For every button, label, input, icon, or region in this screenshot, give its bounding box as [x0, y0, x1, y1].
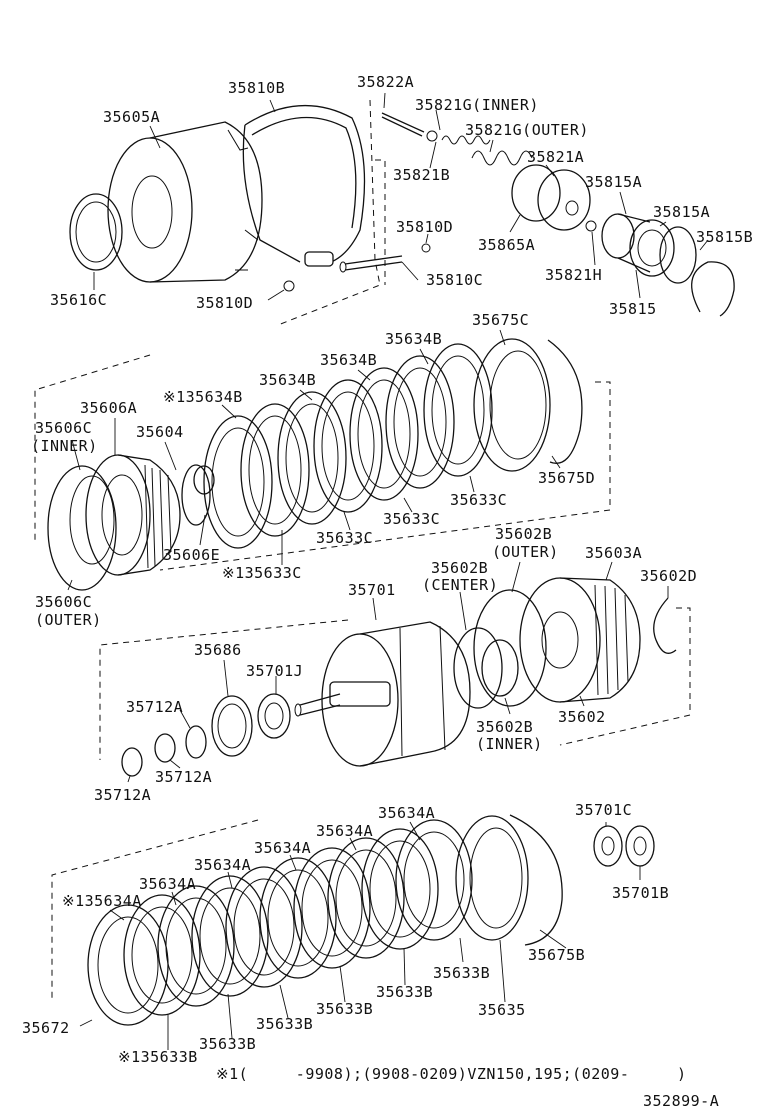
label-35604: 35604	[136, 423, 184, 441]
section-brake-band	[69, 92, 735, 326]
applicability-footnote: ※1( -9908);(9908-0209)VZN150,195;(0209- …	[216, 1065, 687, 1083]
label-35602B-inner-b: (INNER)	[476, 735, 543, 753]
label-35602B-center-b: (CENTER)	[422, 576, 498, 594]
label-35606A: 35606A	[80, 399, 137, 417]
label-35633B-1: 35633B	[433, 964, 490, 982]
label-35606E: 35606E	[163, 546, 220, 564]
label-35602B-inner-a: 35602B	[476, 718, 533, 736]
label-35606C-inner-a: 35606C	[35, 419, 92, 437]
label-35606C-inner-b: (INNER)	[31, 437, 98, 455]
label-35865A: 35865A	[478, 236, 535, 254]
label-35633C-4: ※135633C	[222, 564, 302, 582]
label-35635: 35635	[478, 1001, 526, 1019]
label-35815B: 35815B	[696, 228, 753, 246]
label-35606C-outer-b: (OUTER)	[35, 611, 102, 629]
label-35672: 35672	[22, 1019, 70, 1037]
label-35701B: 35701B	[612, 884, 669, 902]
label-35810D-2: 35810D	[196, 294, 253, 312]
label-35633B-3: 35633B	[316, 1000, 373, 1018]
label-35634A-1: 35634A	[378, 804, 435, 822]
label-35701J: 35701J	[246, 662, 303, 680]
label-35616C: 35616C	[50, 291, 107, 309]
clutch-c-plates	[203, 338, 583, 549]
label-35634A-5: 35634A	[139, 875, 196, 893]
label-35602B-outer-b: (OUTER)	[492, 543, 559, 561]
label-35602B-outer-a: 35602B	[495, 525, 552, 543]
label-35602B-center-a: 35602B	[431, 559, 488, 577]
label-35633C-2: 35633C	[383, 510, 440, 528]
label-35633B-7: ※135633B	[118, 1048, 198, 1066]
part-labels: 35605A 35810B 35822A 35821G(INNER) 35821…	[22, 73, 753, 1066]
section-drum	[99, 561, 691, 783]
label-35701: 35701	[348, 581, 396, 599]
label-35602: 35602	[558, 708, 606, 726]
label-35634A-4: 35634A	[194, 856, 251, 874]
label-35603A: 35603A	[585, 544, 642, 562]
label-35821G-inner: 35821G(INNER)	[415, 96, 539, 114]
label-35634B-2: 35634B	[320, 351, 377, 369]
label-35815A-1: 35815A	[585, 173, 642, 191]
label-35633C-3: 35633C	[316, 529, 373, 547]
label-35634A-6: ※135634A	[62, 892, 142, 910]
label-35712A-1: 35712A	[126, 698, 183, 716]
clutch-b-plates	[87, 814, 563, 1026]
label-35821B: 35821B	[393, 166, 450, 184]
label-35712A-2: 35712A	[155, 768, 212, 786]
label-35634B-4: ※135634B	[163, 388, 243, 406]
label-35633B-4: 35633B	[256, 1015, 313, 1033]
label-35634B-1: 35634B	[385, 330, 442, 348]
label-35821A: 35821A	[527, 148, 584, 166]
figure-id: 352899-A	[643, 1092, 719, 1110]
label-35821G-outer: 35821G(OUTER)	[465, 121, 589, 139]
label-35675D: 35675D	[538, 469, 595, 487]
section-clutch-c	[34, 329, 611, 591]
label-35822A: 35822A	[357, 73, 414, 91]
label-35821H: 35821H	[545, 266, 602, 284]
label-35633B-5: 35633B	[199, 1035, 256, 1053]
section-clutch-b	[51, 814, 655, 1050]
label-35712A-3: 35712A	[94, 786, 151, 804]
label-35701C: 35701C	[575, 801, 632, 819]
label-35815: 35815	[609, 300, 657, 318]
label-35602D: 35602D	[640, 567, 697, 585]
label-35810B: 35810B	[228, 79, 285, 97]
label-35634A-2: 35634A	[316, 822, 373, 840]
label-35675B: 35675B	[528, 946, 585, 964]
label-35605A: 35605A	[103, 108, 160, 126]
label-35606C-outer-a: 35606C	[35, 593, 92, 611]
label-35633C-1: 35633C	[450, 491, 507, 509]
label-35686: 35686	[194, 641, 242, 659]
label-35634B-3: 35634B	[259, 371, 316, 389]
label-35810C: 35810C	[426, 271, 483, 289]
label-35634A-3: 35634A	[254, 839, 311, 857]
label-35675C: 35675C	[472, 311, 529, 329]
label-35815A-2: 35815A	[653, 203, 710, 221]
label-35810D-1: 35810D	[396, 218, 453, 236]
label-35633B-2: 35633B	[376, 983, 433, 1001]
